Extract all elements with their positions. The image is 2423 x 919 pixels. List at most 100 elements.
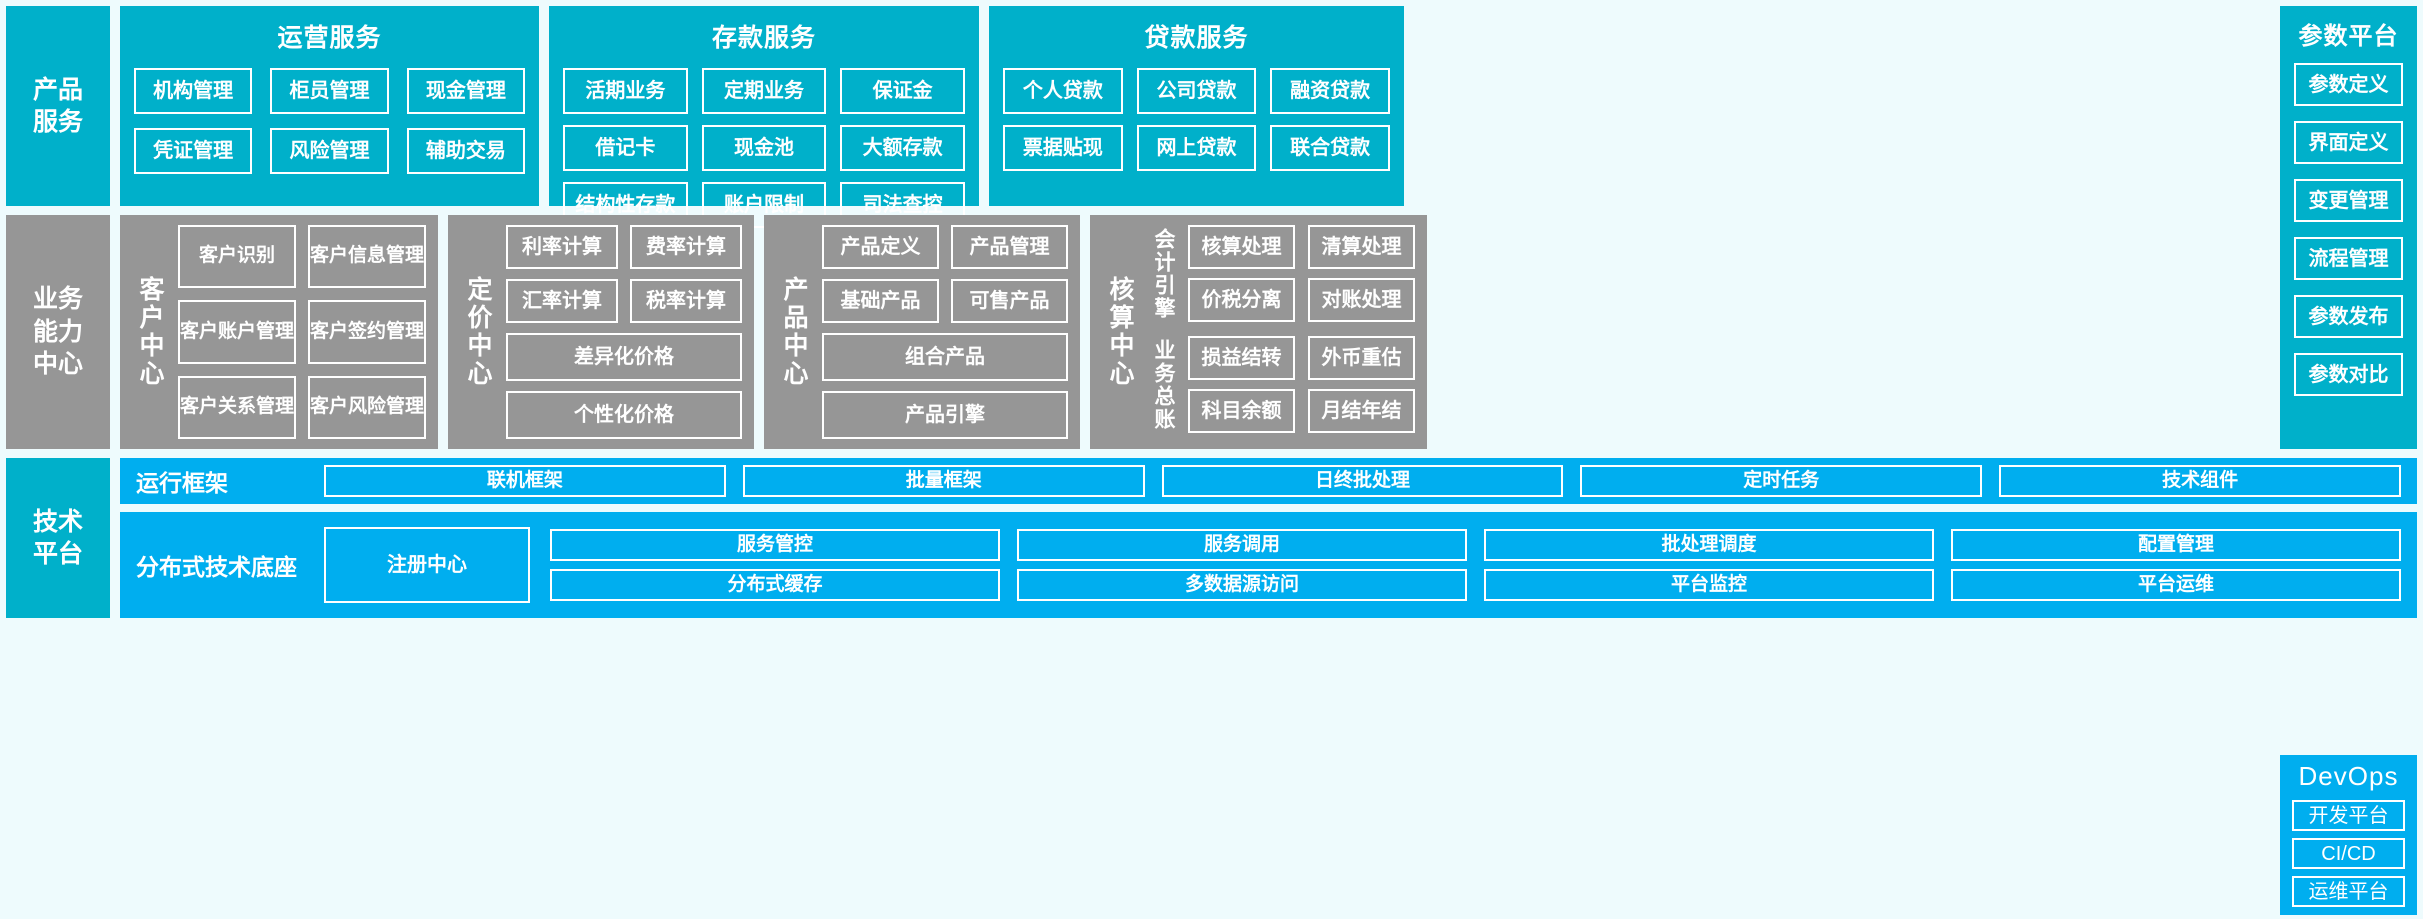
cell-registry-center[interactable]: 注册中心 [324, 527, 530, 603]
cell-time-business[interactable]: 定期业务 [701, 68, 827, 114]
cell-basic-product[interactable]: 基础产品 [822, 279, 939, 323]
cell-large-deposit[interactable]: 大额存款 [840, 125, 965, 171]
cell-interest-rate-calc[interactable]: 利率计算 [506, 225, 618, 269]
cell-param-publish[interactable]: 参数发布 [2294, 295, 2403, 338]
cell-online-framework[interactable]: 联机框架 [324, 465, 726, 497]
cell-profit-loss-carryover[interactable]: 损益结转 [1188, 336, 1295, 380]
label-run-framework: 运行框架 [136, 470, 228, 496]
cell-config-mgmt[interactable]: 配置管理 [1951, 529, 2401, 561]
cell-settlement-process[interactable]: 清算处理 [1308, 225, 1415, 269]
product-pair-2: 基础产品 可售产品 [822, 279, 1068, 323]
cell-exchange-rate-calc[interactable]: 汇率计算 [506, 279, 618, 323]
cell-voucher-mgmt[interactable]: 凭证管理 [134, 128, 253, 174]
cell-distributed-cache[interactable]: 分布式缓存 [550, 569, 1000, 601]
cell-param-definition[interactable]: 参数定义 [2294, 63, 2403, 106]
cell-batch-scheduling[interactable]: 批处理调度 [1484, 529, 1934, 561]
cell-service-invocation[interactable]: 服务调用 [1017, 529, 1467, 561]
cell-fee-rate-calc[interactable]: 费率计算 [630, 225, 742, 269]
vlabel-accounting-center: 核算中心 [1106, 276, 1134, 388]
cell-composite-product[interactable]: 组合产品 [822, 333, 1068, 381]
cell-personalized-price[interactable]: 个性化价格 [506, 391, 742, 439]
cell-risk-mgmt[interactable]: 风险管理 [270, 128, 389, 174]
vlabel-product-center: 产品中心 [780, 276, 808, 388]
group-loan-service: 贷款服务 个人贷款 公司贷款 融资贷款 票据贴现 网上贷款 联合贷款 [989, 6, 1404, 206]
rail-capability-line2: 能力 [32, 317, 83, 346]
cell-subject-balance[interactable]: 科目余额 [1188, 389, 1295, 433]
cell-param-compare[interactable]: 参数对比 [2294, 353, 2403, 396]
cell-differentiated-price[interactable]: 差异化价格 [506, 333, 742, 381]
rail-capability-center: 业务 能力 中心 [6, 215, 110, 449]
run-framework-cells: 联机框架 批量框架 日终批处理 定时任务 技术组件 [324, 465, 2401, 497]
cell-corporate-loan[interactable]: 公司贷款 [1136, 68, 1257, 114]
cell-foreign-currency-revaluation[interactable]: 外币重估 [1308, 336, 1415, 380]
param-platform-list: 参数定义 界面定义 变更管理 流程管理 参数发布 参数对比 [2294, 63, 2403, 439]
cell-account-restriction[interactable]: 账户限制 [701, 182, 827, 228]
cell-customer-info-mgmt[interactable]: 客户信息管理 [308, 225, 426, 289]
cell-platform-ops[interactable]: 平台运维 [1951, 569, 2401, 601]
cell-sellable-product[interactable]: 可售产品 [951, 279, 1068, 323]
cell-financing-loan[interactable]: 融资贷款 [1270, 68, 1390, 114]
cell-product-definition[interactable]: 产品定义 [822, 225, 939, 269]
cell-syndicated-loan[interactable]: 联合贷款 [1270, 125, 1390, 171]
cell-auxiliary-transaction[interactable]: 辅助交易 [406, 128, 525, 174]
cell-price-tax-separation[interactable]: 价税分离 [1188, 278, 1295, 322]
vlabel-pricing-center: 定价中心 [464, 276, 492, 388]
pricing-pair-2: 汇率计算 税率计算 [506, 279, 742, 323]
rail-tech-line2: 平台 [32, 540, 83, 568]
cell-multi-datasource-access[interactable]: 多数据源访问 [1017, 569, 1467, 601]
cell-debit-card[interactable]: 借记卡 [563, 125, 688, 171]
cell-ops-platform[interactable]: 运维平台 [2292, 876, 2405, 907]
cell-month-year-end-close[interactable]: 月结年结 [1308, 389, 1415, 433]
cell-dev-platform[interactable]: 开发平台 [2292, 800, 2405, 831]
cell-platform-monitoring[interactable]: 平台监控 [1484, 569, 1934, 601]
cell-customer-account-mgmt[interactable]: 客户账户管理 [178, 300, 296, 364]
accounting-section-engine: 会计引擎 核算处理 清算处理 价税分离 对账处理 [1148, 225, 1415, 322]
band-distributed-base: 分布式技术底座 注册中心 服务管控 服务调用 批处理调度 配置管理 分布式缓存 … [120, 512, 2417, 618]
cell-cash-mgmt[interactable]: 现金管理 [406, 68, 525, 114]
cell-customer-contract-mgmt[interactable]: 客户签约管理 [308, 300, 426, 364]
cell-margin-deposit[interactable]: 保证金 [840, 68, 965, 114]
registry-wrapper: 注册中心 [324, 527, 530, 603]
param-platform-title: 参数平台 [2298, 23, 2399, 50]
cell-online-loan[interactable]: 网上贷款 [1136, 125, 1257, 171]
cell-customer-relation-mgmt[interactable]: 客户关系管理 [178, 375, 296, 439]
cell-process-mgmt[interactable]: 流程管理 [2294, 237, 2403, 280]
param-platform-panel: 参数平台 参数定义 界面定义 变更管理 流程管理 参数发布 参数对比 [2280, 6, 2417, 449]
cell-demand-business[interactable]: 活期业务 [563, 68, 688, 114]
cell-reconciliation-process[interactable]: 对账处理 [1308, 278, 1415, 322]
cell-batch-framework[interactable]: 批量框架 [742, 465, 1145, 497]
center-accounting: 核算中心 会计引擎 核算处理 清算处理 价税分离 对账处理 业务总账 损益结转 … [1090, 215, 1427, 449]
cell-accounting-process[interactable]: 核算处理 [1188, 225, 1295, 269]
cell-cicd[interactable]: CI/CD [2292, 838, 2405, 869]
loan-service-grid: 个人贷款 公司贷款 融资贷款 票据贴现 网上贷款 联合贷款 [1003, 68, 1390, 171]
cell-scheduled-task[interactable]: 定时任务 [1580, 465, 1983, 497]
cell-ui-definition[interactable]: 界面定义 [2294, 121, 2403, 164]
accounting-engine-grid: 核算处理 清算处理 价税分离 对账处理 [1188, 225, 1415, 322]
cell-institution-mgmt[interactable]: 机构管理 [134, 68, 253, 114]
cell-personal-loan[interactable]: 个人贷款 [1003, 68, 1123, 114]
cell-eod-batch-process[interactable]: 日终批处理 [1161, 465, 1564, 497]
cell-service-governance[interactable]: 服务管控 [550, 529, 1000, 561]
cell-change-mgmt[interactable]: 变更管理 [2294, 179, 2403, 222]
customer-center-grid: 客户识别 客户信息管理 客户账户管理 客户签约管理 客户关系管理 客户风险管理 [178, 225, 426, 439]
vlabel-accounting-engine: 会计引擎 [1152, 227, 1175, 320]
cell-cash-pool[interactable]: 现金池 [701, 125, 827, 171]
cell-product-engine[interactable]: 产品引擎 [822, 391, 1068, 439]
cell-customer-risk-mgmt[interactable]: 客户风险管理 [308, 375, 426, 439]
rail-product-service: 产品 服务 [6, 6, 110, 206]
vlabel-business-ledger: 业务总账 [1152, 338, 1175, 431]
accounting-section-ledger: 业务总账 损益结转 外币重估 科目余额 月结年结 [1148, 336, 1415, 433]
cell-bill-discount[interactable]: 票据贴现 [1003, 125, 1123, 171]
cell-product-mgmt[interactable]: 产品管理 [951, 225, 1068, 269]
center-customer: 客户中心 客户识别 客户信息管理 客户账户管理 客户签约管理 客户关系管理 客户… [120, 215, 438, 449]
band-run-framework: 运行框架 联机框架 批量框架 日终批处理 定时任务 技术组件 [120, 458, 2417, 504]
cell-tech-component[interactable]: 技术组件 [1999, 465, 2401, 497]
center-product: 产品中心 产品定义 产品管理 基础产品 可售产品 组合产品 产品引擎 [764, 215, 1080, 449]
cell-tax-rate-calc[interactable]: 税率计算 [630, 279, 742, 323]
product-center-stack: 产品定义 产品管理 基础产品 可售产品 组合产品 产品引擎 [822, 225, 1068, 439]
cell-customer-identification[interactable]: 客户识别 [178, 225, 296, 289]
accounting-center-body: 会计引擎 核算处理 清算处理 价税分离 对账处理 业务总账 损益结转 外币重估 … [1148, 225, 1415, 439]
cell-teller-mgmt[interactable]: 柜员管理 [270, 68, 389, 114]
rail-product-service-line1: 产品 [32, 75, 83, 104]
rail-capability-line1: 业务 [32, 285, 83, 314]
